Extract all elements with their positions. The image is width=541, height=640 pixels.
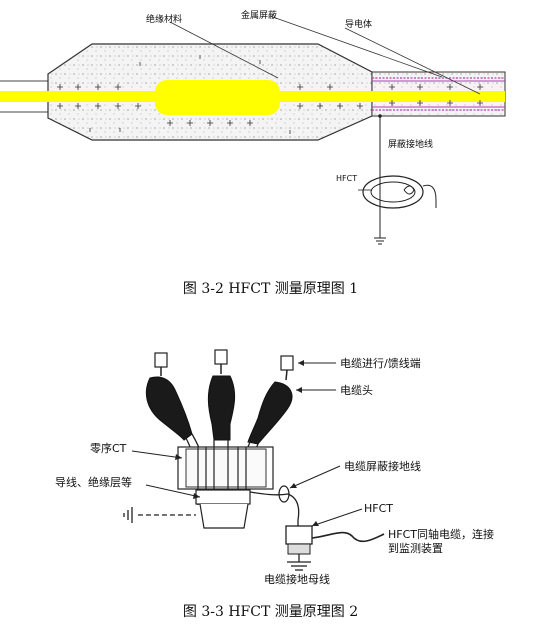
cable-heads bbox=[145, 375, 293, 445]
label-hfct-1: HFCT bbox=[336, 174, 358, 183]
label-hfct-coax-1: HFCT同轴电缆，连接 bbox=[388, 528, 494, 541]
label-cable-shield-ground: 电缆屏蔽接地线 bbox=[344, 460, 421, 473]
label-ground-bus: 电缆接地母线 bbox=[264, 573, 330, 586]
label-conductor-insulation: 导线、绝缘层等 bbox=[55, 476, 132, 489]
zero-seq-ct bbox=[177, 446, 274, 490]
label-metal-shield: 金属屏蔽 bbox=[241, 11, 278, 21]
label-conductor: 导电体 bbox=[345, 20, 373, 30]
hfct-ring bbox=[362, 175, 424, 209]
charge-marks bbox=[57, 55, 483, 134]
connector-block bbox=[155, 80, 280, 115]
ground-bus-symbol bbox=[287, 561, 311, 571]
label-feeder-end: 电缆进行/馈线端 bbox=[340, 357, 421, 370]
cable-trunk bbox=[199, 503, 249, 529]
label-zero-seq-ct: 零序CT bbox=[90, 442, 127, 455]
label-hfct-2: HFCT bbox=[364, 502, 393, 515]
hfct-coax bbox=[311, 531, 385, 543]
figure-2-caption: 图 3-3 HFCT 测量原理图 2 bbox=[182, 604, 359, 620]
terminals bbox=[154, 349, 294, 371]
label-shield-ground: 屏蔽接地线 bbox=[388, 140, 434, 150]
label-cable-head: 电缆头 bbox=[340, 384, 373, 397]
figure-1-caption: 图 3-2 HFCT 测量原理图 1 bbox=[182, 281, 359, 297]
ground-symbol-1 bbox=[374, 237, 386, 245]
shield-ground-wire bbox=[249, 491, 300, 528]
figure-1-diagram bbox=[0, 15, 506, 245]
label-insulation: 绝缘材料 bbox=[146, 15, 183, 25]
hfct-device bbox=[285, 525, 313, 545]
hfct-lead bbox=[422, 184, 437, 208]
label-hfct-coax-2: 到监测装置 bbox=[388, 542, 443, 555]
